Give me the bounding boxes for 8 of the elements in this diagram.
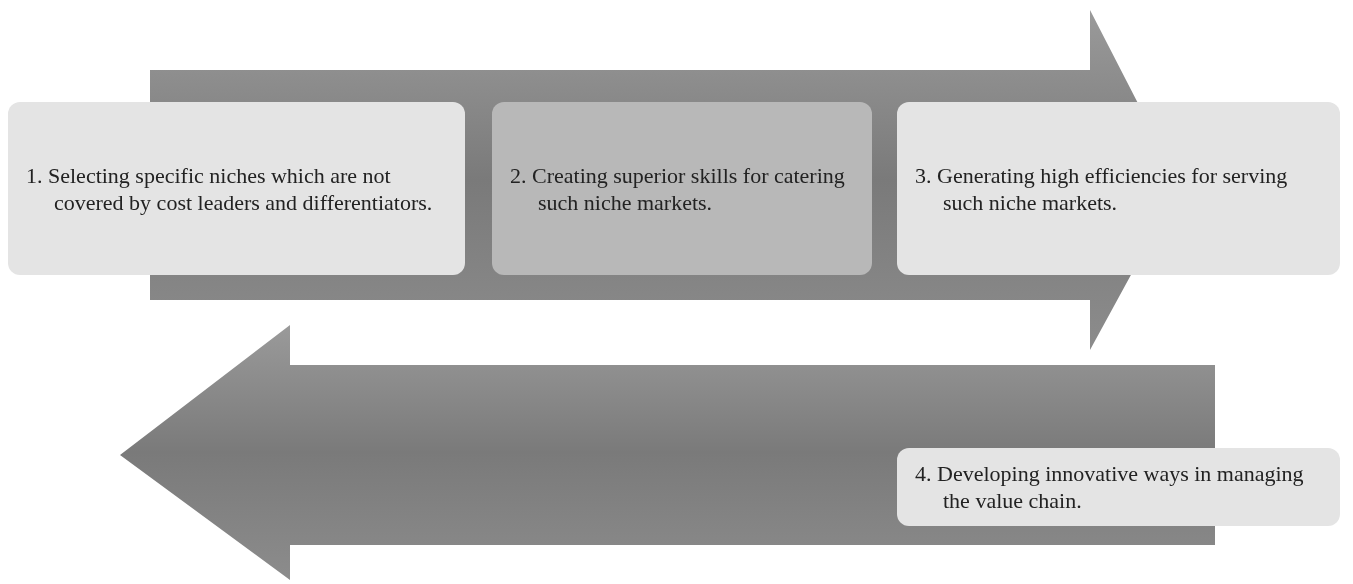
step-text: 2. Creating superior skills for catering such niche markets. (510, 161, 846, 216)
process-box (897, 448, 1340, 526)
step-text: 1. Selecting specific niches which are not covered by cost leaders and differentiators. (26, 161, 434, 216)
process-box (897, 102, 1340, 275)
process-box (492, 102, 872, 275)
step-text: 3. Generating high efficiencies for serving such niche markets. (915, 161, 1289, 216)
step-text: 4. Developing innovative ways in managing the value chain. (915, 460, 1305, 514)
process-box (8, 102, 465, 275)
